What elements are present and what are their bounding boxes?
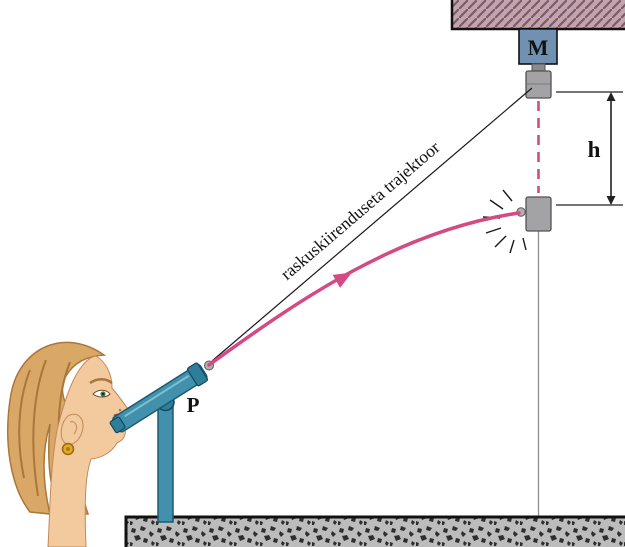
hair (7, 341, 107, 515)
burst-ray (489, 199, 504, 210)
trajectory-arrowhead-icon (332, 272, 352, 288)
face (47, 355, 129, 547)
hair-strand (18, 369, 31, 479)
ground-border (124, 515, 625, 547)
nostril (118, 408, 122, 412)
muzzle-band (186, 362, 209, 387)
falling-mass-cylinder (525, 196, 552, 232)
tube-highlight (124, 374, 190, 418)
ground (124, 515, 625, 547)
ground-strip (126, 517, 625, 547)
mass-label: M (528, 35, 549, 60)
pupil (101, 392, 105, 396)
woman-head (7, 341, 129, 547)
eyebrow (89, 378, 113, 385)
h-arrow-down-icon (606, 196, 616, 205)
ceiling (450, 0, 625, 31)
burst-ray (522, 237, 527, 251)
mouthpiece (109, 416, 126, 434)
burst-ray (509, 239, 515, 254)
impact-burst (482, 189, 527, 254)
no-gravity-line (211, 87, 533, 362)
ear (60, 413, 84, 445)
trajectory-curve (207, 211, 521, 367)
ear-inner-line (69, 421, 78, 435)
launch-point-label: P (187, 393, 200, 417)
burst-ray (502, 189, 513, 202)
height-dimension: h (556, 91, 623, 206)
hair-strand (32, 359, 47, 497)
stand-post (157, 399, 174, 523)
height-label: h (588, 137, 601, 162)
mass-M-assembly: M (518, 28, 558, 99)
ceiling-hatch (452, 0, 625, 29)
blowgun-stand (156, 392, 175, 523)
h-arrow-up-icon (606, 92, 616, 101)
burst-ray (485, 227, 502, 234)
blowgun-tube (109, 362, 209, 434)
falling-mass-assembly (516, 196, 552, 232)
ceiling-border (450, 0, 625, 31)
burst-ray (494, 235, 507, 248)
earring-knot (66, 447, 70, 451)
no-gravity-trajectory-label: raskuskiirenduseta trajektoor (276, 137, 443, 284)
